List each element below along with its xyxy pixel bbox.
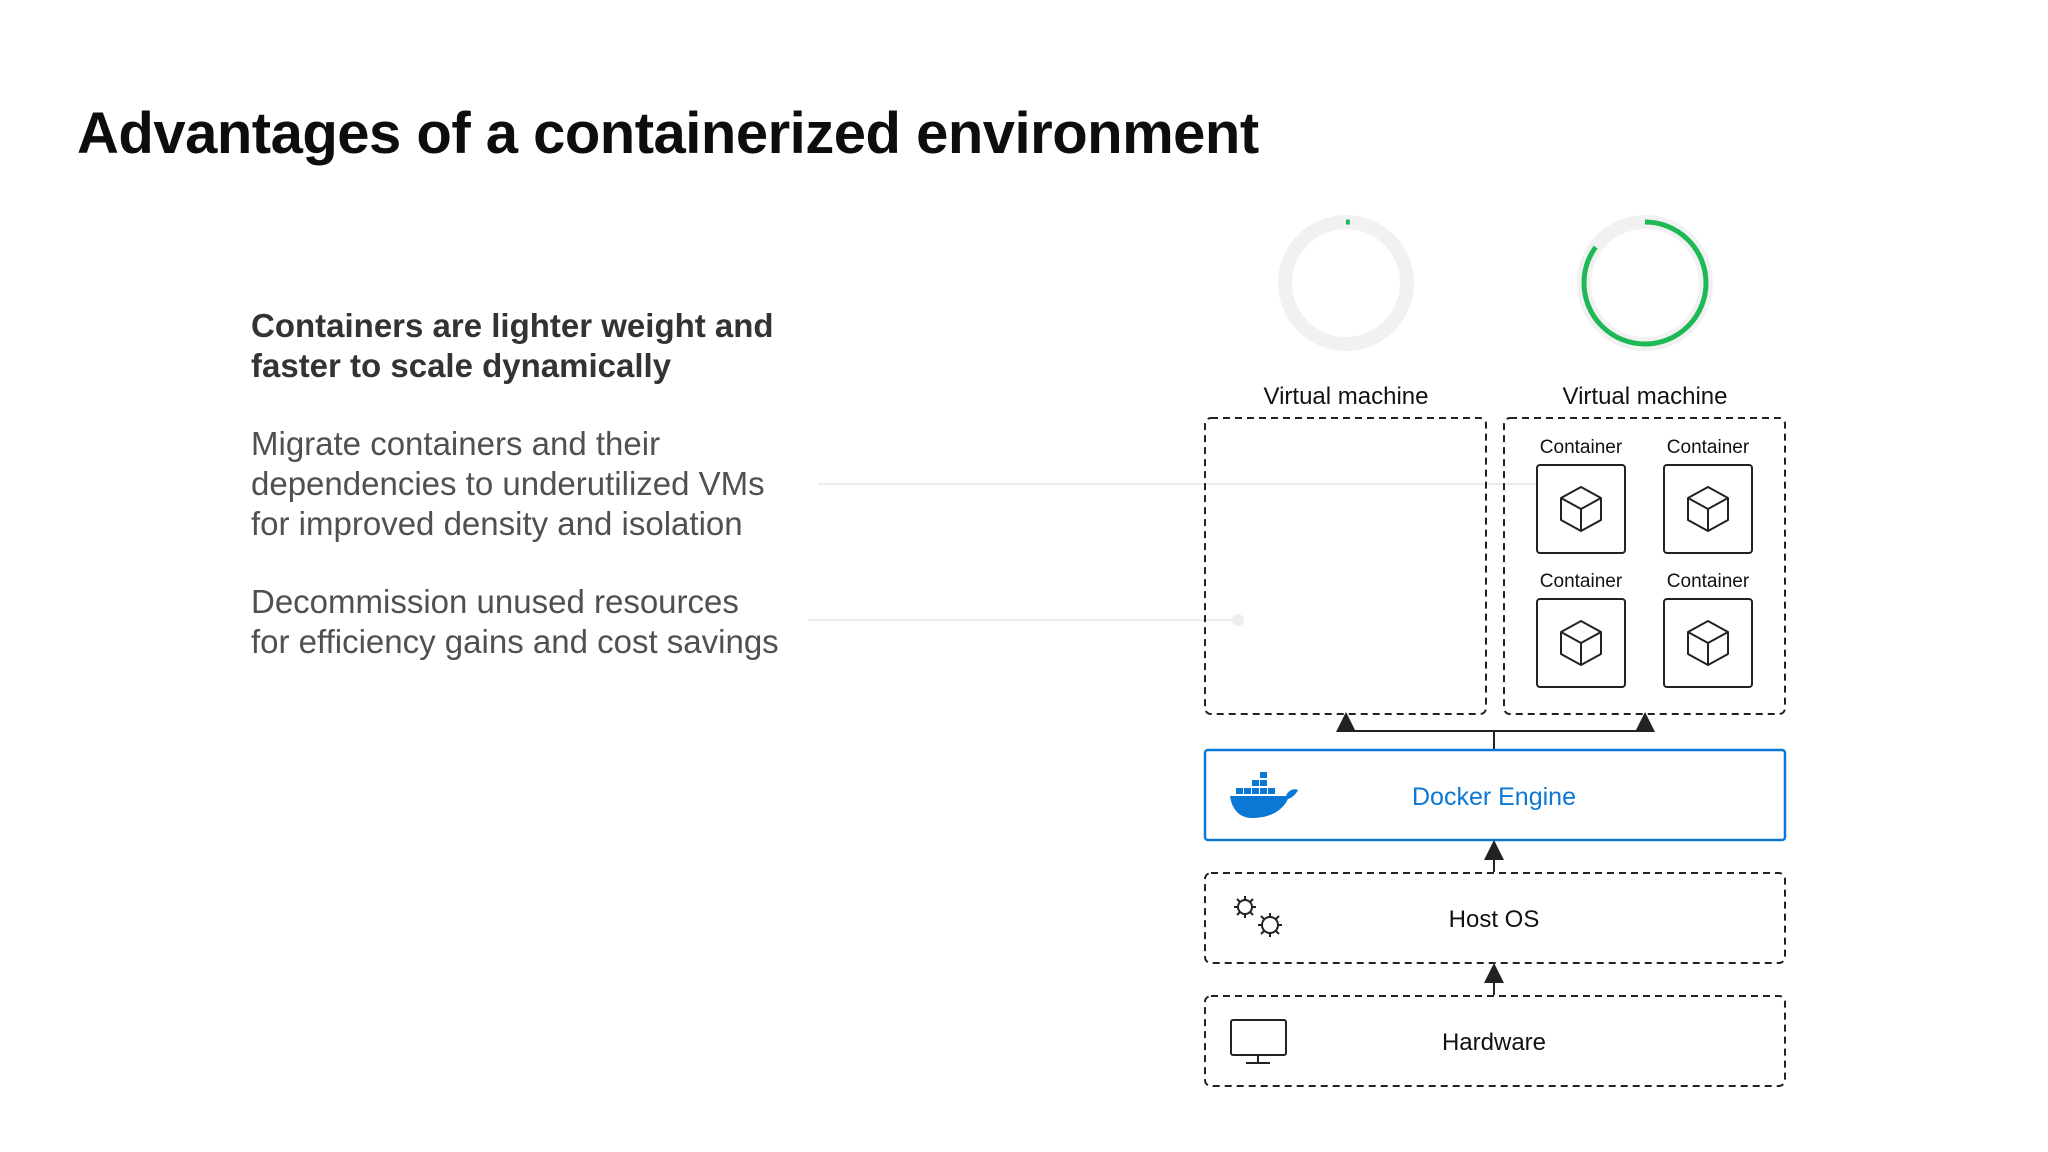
utilization-ring-left: [1278, 215, 1414, 351]
migrate-point: Migrate containers and their dependencie…: [251, 424, 851, 544]
migrate-point-line: for improved density and isolation: [251, 505, 743, 542]
vm-right-box: [1503, 417, 1786, 715]
decommission-point-line: for efficiency gains and cost savings: [251, 623, 779, 660]
container-label: Container: [1667, 571, 1750, 592]
migrate-point-line: dependencies to underutilized VMs: [251, 465, 765, 502]
container-4: Container: [1663, 571, 1753, 688]
utilization-arc-right: [1581, 219, 1709, 347]
vm-left-box: [1204, 417, 1487, 715]
slide-title: Advantages of a containerized environmen…: [77, 101, 1259, 166]
container-3: Container: [1536, 571, 1626, 688]
connector-dot-decommission: [1232, 614, 1244, 626]
decommission-point-line: Decommission unused resources: [251, 583, 739, 620]
hardware-box: [1204, 995, 1786, 1087]
container-label: Container: [1667, 437, 1750, 458]
container-1: Container: [1536, 437, 1626, 554]
lead-point-line: faster to scale dynamically: [251, 347, 672, 384]
monitor-icon: [1230, 1019, 1287, 1064]
container-label: Container: [1540, 437, 1623, 458]
utilization-ring-right: [1577, 215, 1713, 351]
cube-icon: [1560, 620, 1602, 666]
migrate-point-line: Migrate containers and their: [251, 425, 661, 462]
docker-whale-icon: [1230, 772, 1298, 818]
container-label: Container: [1540, 571, 1623, 592]
container-2: Container: [1663, 437, 1753, 554]
cube-icon: [1687, 620, 1729, 666]
host-os-layer: Host OS: [1204, 872, 1786, 964]
cube-icon: [1560, 486, 1602, 532]
vm-right-label: Virtual machine: [1563, 383, 1728, 410]
cube-icon: [1687, 486, 1729, 532]
hardware-layer: Hardware: [1204, 995, 1786, 1087]
docker-engine-label: Docker Engine: [1412, 783, 1576, 811]
host-os-label: Host OS: [1449, 906, 1540, 933]
bullet-points: Containers are lighter weight and faster…: [251, 306, 851, 700]
lead-point-line: Containers are lighter weight and: [251, 307, 774, 344]
engine-to-vm-connector: [1336, 712, 1655, 750]
hardware-label: Hardware: [1442, 1029, 1546, 1056]
vm-left-label: Virtual machine: [1264, 383, 1429, 410]
decommission-point: Decommission unused resources for effici…: [251, 582, 851, 662]
docker-engine-layer: Docker Engine: [1203, 748, 1787, 842]
lead-point: Containers are lighter weight and faster…: [251, 306, 851, 386]
gears-icon: [1234, 896, 1282, 937]
utilization-arc-left: [1282, 219, 1410, 347]
